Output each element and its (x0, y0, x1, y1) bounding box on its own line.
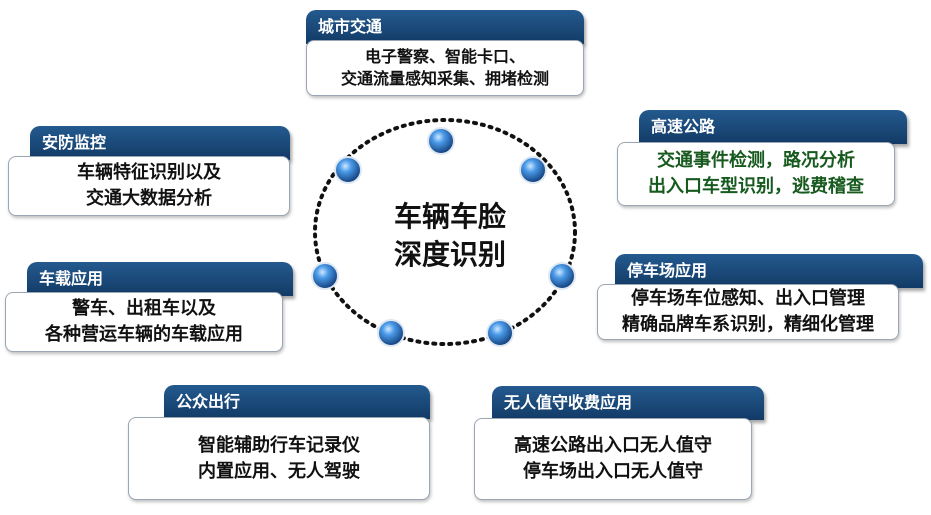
card-parking-body: 停车场车位感知、出入口管理 精确品牌车系识别，精细化管理 (597, 284, 899, 340)
card-unattended-toll-body: 高速公路出入口无人值守 停车场出入口无人值守 (474, 418, 752, 500)
card-vehicle-line1: 警车、出租车以及 (72, 298, 216, 319)
card-city-traffic: 城市交通 电子警察、智能卡口、 交通流量感知采集、拥堵检测 (306, 10, 584, 96)
card-highway-body: 交通事件检测，路况分析 出入口车型识别，逃费稽查 (617, 142, 895, 206)
card-highway-line2: 出入口车型识别，逃费稽查 (648, 176, 864, 197)
orb-node-top (427, 127, 455, 155)
orb-node-left (311, 262, 339, 290)
orb-node-right (548, 262, 576, 290)
card-vehicle-title: 车载应用 (27, 262, 293, 296)
card-city-traffic-body: 电子警察、智能卡口、 交通流量感知采集、拥堵检测 (306, 40, 584, 96)
card-security-line2: 交通大数据分析 (86, 188, 212, 209)
card-public-travel-line1: 智能辅助行车记录仪 (198, 434, 360, 456)
card-public-travel: 公众出行 智能辅助行车记录仪 内置应用、无人驾驶 (128, 385, 430, 500)
card-public-travel-body: 智能辅助行车记录仪 内置应用、无人驾驶 (128, 417, 430, 500)
dotted-ring (313, 118, 577, 346)
card-public-travel-title: 公众出行 (164, 385, 430, 419)
center-title-line2: 深度识别 (393, 238, 506, 271)
card-city-traffic-line2: 交通流量感知采集、拥堵检测 (340, 69, 549, 88)
card-highway-line1: 交通事件检测，路况分析 (657, 150, 855, 171)
card-vehicle: 车载应用 警车、出租车以及 各种营运车辆的车载应用 (5, 262, 293, 352)
card-vehicle-line2: 各种营运车辆的车载应用 (45, 324, 243, 345)
orb-node-top-left (334, 156, 362, 184)
card-highway: 高速公路 交通事件检测，路况分析 出入口车型识别，逃费稽查 (617, 110, 907, 206)
card-unattended-toll: 无人值守收费应用 高速公路出入口无人值守 停车场出入口无人值守 (474, 386, 764, 500)
orb-node-top-right (519, 156, 547, 184)
card-city-traffic-title: 城市交通 (306, 10, 584, 44)
card-security-body: 车辆特征识别以及 交通大数据分析 (8, 156, 290, 216)
card-city-traffic-line1: 电子警察、智能卡口、 (364, 47, 525, 66)
card-highway-title: 高速公路 (639, 110, 907, 144)
card-parking-title: 停车场应用 (615, 254, 923, 288)
card-security: 安防监控 车辆特征识别以及 交通大数据分析 (8, 126, 290, 216)
card-unattended-toll-line1: 高速公路出入口无人值守 (514, 435, 712, 456)
center-title-line1: 车辆车脸 (393, 200, 506, 233)
card-security-line1: 车辆特征识别以及 (77, 162, 221, 183)
orb-node-bottom-right (486, 319, 514, 347)
card-unattended-toll-title: 无人值守收费应用 (492, 386, 764, 420)
card-public-travel-line2: 内置应用、无人驾驶 (198, 460, 360, 482)
orb-nodes (311, 127, 576, 347)
card-parking: 停车场应用 停车场车位感知、出入口管理 精确品牌车系识别，精细化管理 (597, 254, 923, 340)
orb-node-bottom-left (377, 319, 405, 347)
card-security-title: 安防监控 (30, 126, 290, 160)
card-vehicle-body: 警车、出租车以及 各种营运车辆的车载应用 (5, 292, 283, 352)
card-unattended-toll-line2: 停车场出入口无人值守 (523, 461, 703, 482)
center-title: 车辆车脸 深度识别 (365, 198, 535, 274)
card-parking-line1: 停车场车位感知、出入口管理 (631, 288, 865, 309)
card-parking-line2: 精确品牌车系识别，精细化管理 (622, 314, 874, 335)
